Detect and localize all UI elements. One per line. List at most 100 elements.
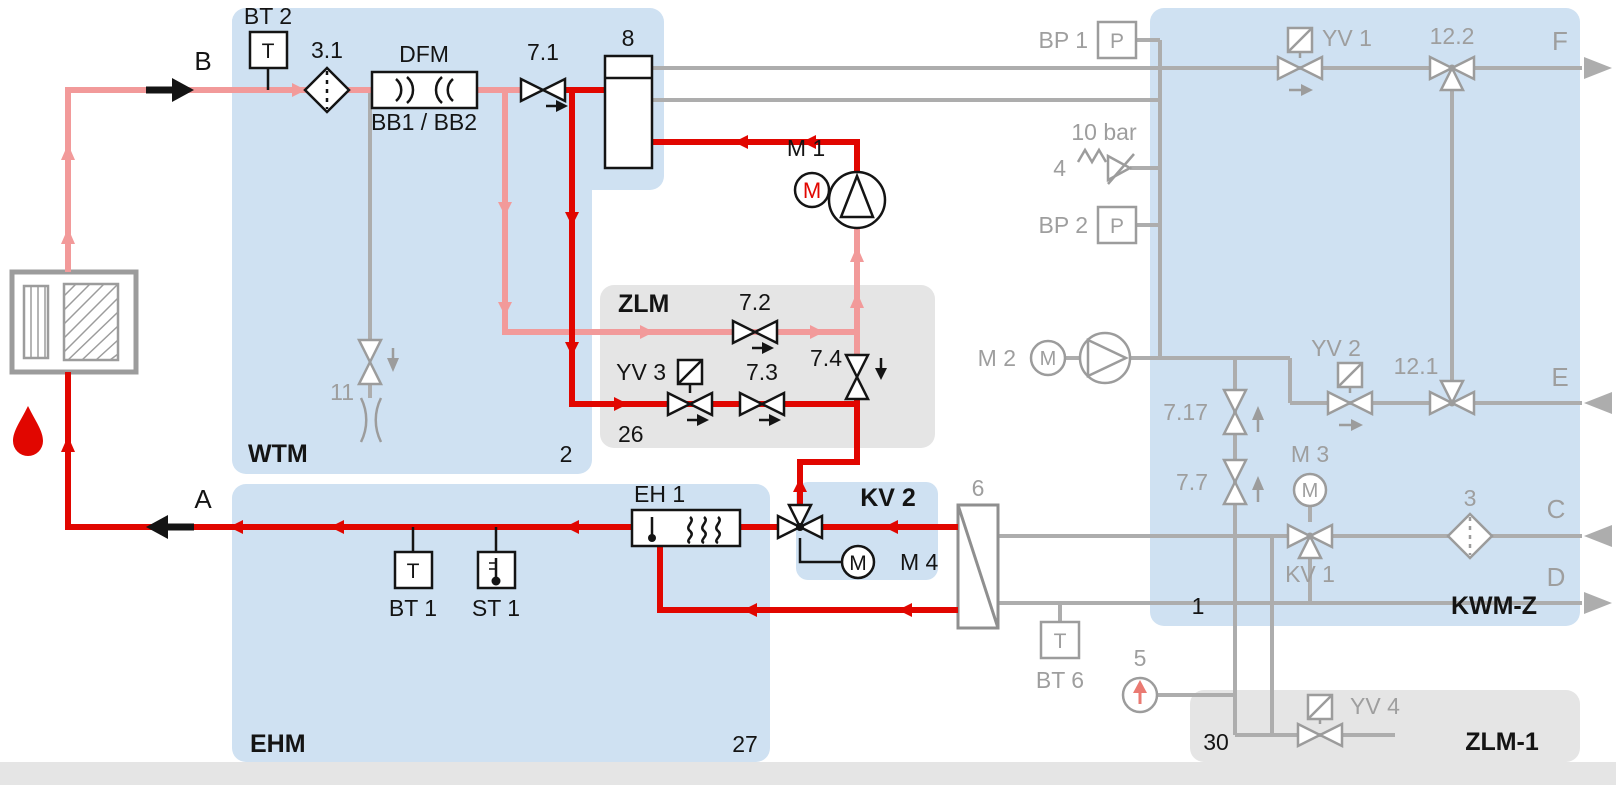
kv2-label: KV 2 xyxy=(860,484,916,512)
valve-121-label: 12.1 xyxy=(1394,353,1439,379)
yv1-label: YV 1 xyxy=(1322,25,1372,51)
valve-yv3 xyxy=(666,358,714,426)
bt2-symbol: T xyxy=(262,40,275,63)
zlm1-number: 30 xyxy=(1203,729,1229,755)
tool-device xyxy=(9,269,139,375)
valve-73-label: 7.3 xyxy=(746,359,778,385)
ehm-box xyxy=(232,484,770,762)
port-e-arrow xyxy=(1584,392,1612,414)
valve-11-label: 11 xyxy=(330,379,354,405)
valve-7-1 xyxy=(519,76,568,112)
port-c-arrow xyxy=(1584,525,1612,547)
valve-122-label: 12.2 xyxy=(1430,23,1475,49)
bt6-sensor xyxy=(1039,620,1081,660)
m4-motor-symbol: M xyxy=(849,552,867,575)
return-flow-arrows xyxy=(61,83,864,339)
bottom-band xyxy=(0,762,1616,785)
valve-72-label: 7.2 xyxy=(739,289,771,315)
valve-11 xyxy=(356,338,399,443)
m1-label: M 1 xyxy=(787,135,825,161)
valve-yv4 xyxy=(1296,693,1344,749)
vessel-8 xyxy=(603,54,654,170)
m3-label: M 3 xyxy=(1291,441,1329,467)
relief-valve-4 xyxy=(1076,147,1135,185)
valve-yv1 xyxy=(1276,26,1324,96)
filter-3-label: 3 xyxy=(1464,485,1477,511)
gauge-5-label: 5 xyxy=(1134,645,1147,671)
flow-meter-dfm xyxy=(370,70,479,110)
bp2-symbol: P xyxy=(1110,215,1124,238)
valve-717-label: 7.17 xyxy=(1163,399,1208,425)
kv2-box xyxy=(796,482,938,580)
zlm-label: ZLM xyxy=(618,290,669,318)
valve-7-3 xyxy=(738,390,786,426)
filter-31-label: 3.1 xyxy=(311,37,343,63)
kwmz-label: KWM-Z xyxy=(1451,592,1537,620)
port-a-label: A xyxy=(194,484,212,514)
valve-77-label: 7.7 xyxy=(1176,469,1208,495)
kv1-label: KV 1 xyxy=(1285,561,1335,587)
gauge-5 xyxy=(1121,676,1159,714)
port-c-label: C xyxy=(1547,494,1566,524)
labels: BT 2 T B 3.1 DFM BB1 / BB2 7.1 8 M 1 M Z… xyxy=(194,3,1568,758)
port-d-label: D xyxy=(1547,562,1566,592)
bt2-sensor xyxy=(248,30,289,90)
valve-kv2 xyxy=(776,503,876,580)
pump-m2 xyxy=(1029,331,1132,385)
bp1-symbol: P xyxy=(1110,30,1124,53)
bp1-label: BP 1 xyxy=(1039,27,1088,53)
zlm1-box xyxy=(1190,690,1580,762)
eh1-label: EH 1 xyxy=(634,481,685,507)
hx-6 xyxy=(956,503,1000,630)
port-b-label: B xyxy=(194,46,211,76)
zlm-number: 26 xyxy=(618,421,644,447)
wtm-label: WTM xyxy=(248,440,308,468)
port-e-label: E xyxy=(1551,362,1568,392)
valve-yv2 xyxy=(1326,361,1374,431)
bt6-symbol: T xyxy=(1054,630,1067,653)
device-hatch xyxy=(63,283,119,361)
valve-7-17 xyxy=(1221,388,1264,436)
zlm1-label: ZLM-1 xyxy=(1465,728,1539,756)
yv3-label: YV 3 xyxy=(616,359,666,385)
yv4-label: YV 4 xyxy=(1350,693,1400,719)
bt1-label: BT 1 xyxy=(389,595,437,621)
valve-kv1 xyxy=(1286,472,1334,560)
port-b-arrow xyxy=(146,78,194,102)
ehm-label: EHM xyxy=(250,730,306,758)
valve-12-1 xyxy=(1428,379,1476,417)
yv2-label: YV 2 xyxy=(1311,335,1361,361)
coolant-drop-icon xyxy=(13,406,43,456)
wtm-number: 2 xyxy=(560,441,573,467)
st1-sensor xyxy=(476,527,517,590)
bt1-sensor xyxy=(393,527,434,590)
ehm-number: 27 xyxy=(732,731,758,757)
m4-label: M 4 xyxy=(900,549,939,575)
heater-eh1 xyxy=(630,508,742,548)
valve-7-4 xyxy=(843,353,887,401)
port-d-arrow xyxy=(1584,592,1612,614)
port-f-label: F xyxy=(1552,26,1568,56)
bt6-label: BT 6 xyxy=(1036,667,1084,693)
relief-valve-label: 4 xyxy=(1053,155,1066,181)
valve-71-label: 7.1 xyxy=(527,39,559,65)
dfm-sub-label: BB1 / BB2 xyxy=(371,109,477,135)
kwmz-number: 1 xyxy=(1192,593,1205,619)
port-a-arrow xyxy=(146,515,194,539)
port-arrows-inactive xyxy=(1584,57,1612,614)
hx6-label: 6 xyxy=(972,475,985,501)
active-flow-arrows xyxy=(61,135,912,617)
relief-pressure-label: 10 bar xyxy=(1071,119,1137,145)
valve-74-label: 7.4 xyxy=(810,345,842,371)
valve-7-7 xyxy=(1221,458,1264,506)
bp2-label: BP 2 xyxy=(1039,212,1088,238)
dfm-label: DFM xyxy=(399,41,449,67)
port-f-arrow xyxy=(1584,57,1612,79)
valve-12-2 xyxy=(1428,54,1476,92)
bt2-label: BT 2 xyxy=(244,3,292,29)
filter-3-1 xyxy=(303,66,351,114)
m1-motor-symbol: M xyxy=(803,178,821,203)
pump-m1 xyxy=(793,170,887,230)
bp2-sensor xyxy=(1096,205,1138,245)
